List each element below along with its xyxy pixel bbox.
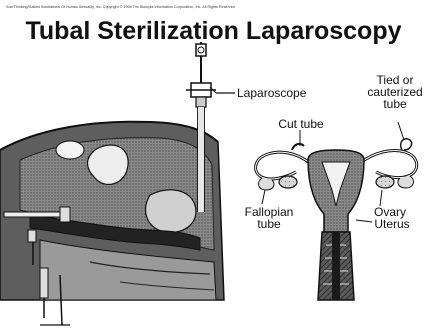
- small-organ: [56, 141, 84, 159]
- canal: [332, 232, 340, 300]
- uterus-section: [146, 190, 196, 233]
- left-ovary: [279, 176, 297, 188]
- right-tied-loop: [401, 139, 412, 150]
- cut-tube-gap: [292, 144, 304, 150]
- label-cut-tube: Cut tube: [272, 118, 330, 130]
- right-fallopian-tube: [360, 150, 417, 177]
- label-laparoscope: Laparoscope: [237, 87, 306, 99]
- right-ovary: [376, 176, 394, 188]
- label-tied-line3: tube: [368, 98, 422, 110]
- label-uterus: Uterus: [370, 218, 414, 230]
- label-fallopian-line2: tube: [240, 218, 298, 230]
- abdomen-cross-section: [0, 122, 224, 300]
